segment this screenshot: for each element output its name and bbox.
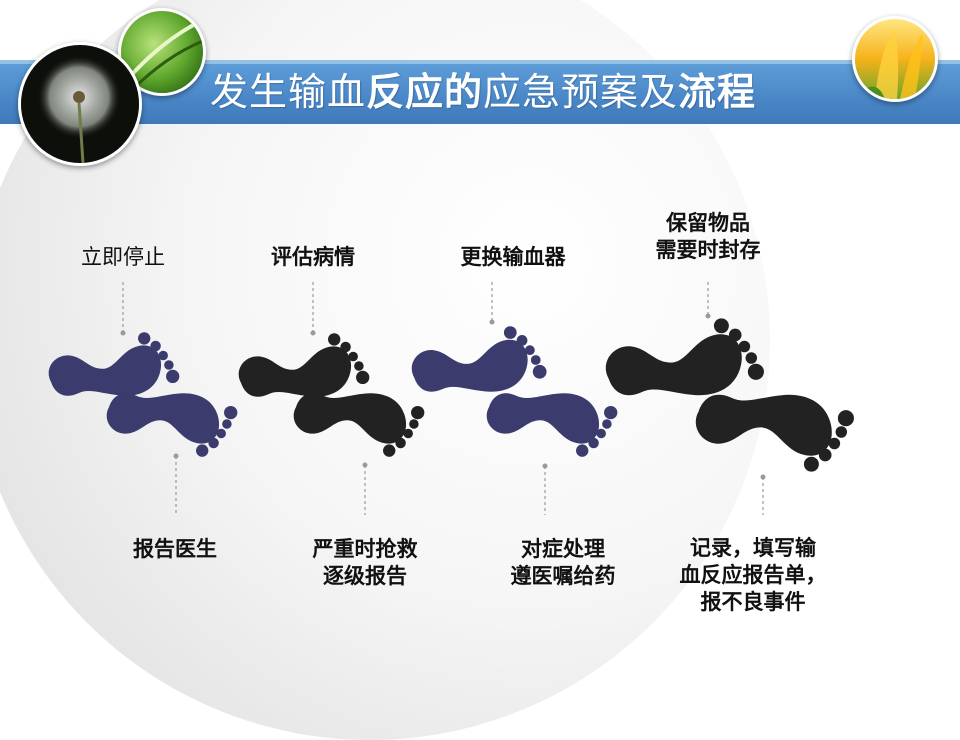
step-label-rescue: 严重时抢救 逐级报告	[312, 537, 418, 588]
step-label-preserve-items: 保留物品 需要时封存	[655, 211, 761, 262]
footprint-1-top	[48, 332, 180, 396]
footprints-diagram	[48, 282, 854, 515]
footprint-4-bottom	[695, 394, 854, 472]
footprint-3-bottom	[486, 393, 618, 457]
footprint-4-top	[605, 318, 764, 396]
step-label-assess: 评估病情	[271, 245, 355, 269]
step-label-replace-set: 更换输血器	[460, 245, 566, 269]
step-label-treatment: 对症处理 遵医嘱给药	[510, 537, 616, 588]
footprint-3-top	[411, 326, 547, 392]
step-label-stop: 立即停止	[81, 245, 165, 269]
dandelion-photo	[18, 42, 142, 166]
page-title: 发生输血反应的应急预案及流程	[210, 70, 757, 114]
yellow-flower-photo	[852, 16, 938, 102]
footprint-1-bottom	[106, 393, 238, 457]
step-label-report-doctor: 报告医生	[133, 537, 217, 561]
footprint-2-top	[238, 333, 370, 397]
footprint-2-bottom	[293, 393, 425, 457]
step-label-record: 记录，填写输 血反应报告单， 报不良事件	[679, 536, 827, 614]
